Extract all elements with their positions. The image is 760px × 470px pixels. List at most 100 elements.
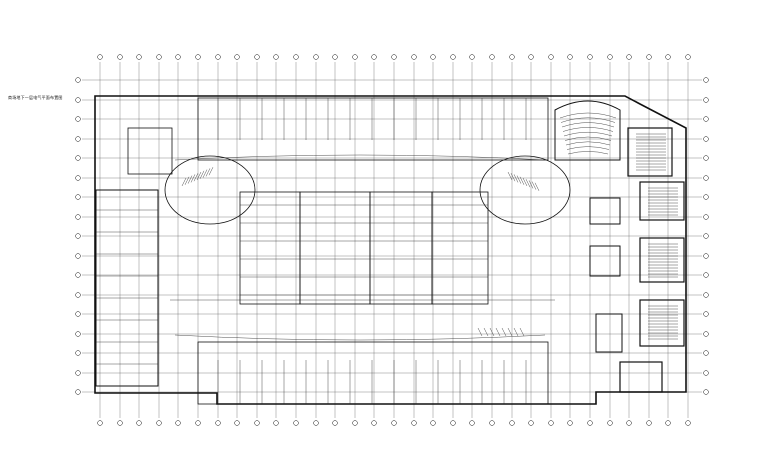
axis-bubble-left <box>75 214 81 220</box>
ramp-hatch <box>483 327 489 337</box>
axis-bubble-right <box>703 292 709 298</box>
axis-bubble-left <box>75 350 81 356</box>
corridor-line <box>174 154 546 161</box>
axis-bubble-left <box>75 292 81 298</box>
axis-bubble-bottom <box>352 420 358 426</box>
bottom-shop-band <box>197 341 549 405</box>
cinema-seat-row <box>566 146 610 150</box>
escalator-step <box>507 171 513 181</box>
axis-bubble-bottom <box>195 420 201 426</box>
atrium-left <box>164 155 256 225</box>
axis-bubble-top <box>567 54 573 60</box>
escalator-step <box>510 173 516 182</box>
axis-bubble-top <box>665 54 671 60</box>
axis-bubble-bottom <box>430 420 436 426</box>
axis-bubble-top <box>156 54 162 60</box>
escalator-step <box>513 174 519 183</box>
axis-bubble-left <box>75 97 81 103</box>
cinema-seat-row <box>562 127 614 132</box>
plan-detail-lines <box>96 98 678 404</box>
axis-bubble-right <box>703 350 709 356</box>
axis-bubble-bottom <box>117 420 123 426</box>
escalator-step <box>184 176 190 185</box>
axis-bubble-bottom <box>234 420 240 426</box>
axis-bubble-bottom <box>489 420 495 426</box>
right-hall-5 <box>619 361 663 393</box>
right-hall-1 <box>627 127 673 177</box>
axis-bubble-top <box>273 54 279 60</box>
axis-bubble-bottom <box>685 420 691 426</box>
ramp-hatch <box>489 327 495 337</box>
axis-bubble-bottom <box>587 420 593 426</box>
escalator-step <box>528 180 534 189</box>
floor-plan <box>94 95 687 405</box>
center-island-east <box>431 191 489 305</box>
axis-bubble-bottom <box>313 420 319 426</box>
axis-bubble-top <box>332 54 338 60</box>
drawing-title-note: 商场地下一层电气平面布置图 <box>8 95 63 100</box>
axis-bubble-left <box>75 136 81 142</box>
axis-bubble-right <box>703 155 709 161</box>
axis-bubble-right <box>703 214 709 220</box>
axis-bubble-bottom <box>607 420 613 426</box>
axis-bubble-top <box>646 54 652 60</box>
axis-bubble-bottom <box>626 420 632 426</box>
axis-bubble-left <box>75 389 81 395</box>
axis-bubble-right <box>703 136 709 142</box>
right-hall-3 <box>639 237 685 283</box>
axis-bubble-right <box>703 389 709 395</box>
axis-bubble-bottom <box>469 420 475 426</box>
axis-bubble-left <box>75 331 81 337</box>
core-2 <box>589 245 621 277</box>
axis-bubble-bottom <box>332 420 338 426</box>
right-hall-2 <box>639 181 685 221</box>
axis-bubble-bottom <box>97 420 103 426</box>
axis-bubble-top <box>175 54 181 60</box>
ramp-hatch <box>513 327 519 337</box>
escalator-step <box>199 170 205 179</box>
axis-bubble-top <box>607 54 613 60</box>
axis-bubble-top <box>215 54 221 60</box>
cinema-seat-row <box>565 141 611 146</box>
right-hall-4 <box>639 299 685 347</box>
escalator-step <box>187 175 193 184</box>
axis-bubble-top <box>117 54 123 60</box>
core-1 <box>589 197 621 225</box>
escalator-step <box>181 177 187 187</box>
escalator-step <box>202 169 208 178</box>
escalator-step <box>522 177 528 187</box>
axis-bubble-right <box>703 77 709 83</box>
axis-bubble-top <box>509 54 515 60</box>
axis-bubble-right <box>703 311 709 317</box>
axis-bubble-right <box>703 370 709 376</box>
axis-bubble-bottom <box>528 420 534 426</box>
axis-bubble-bottom <box>411 420 417 426</box>
escalator-step <box>531 181 537 190</box>
axis-bubble-top <box>430 54 436 60</box>
axis-bubble-bottom <box>509 420 515 426</box>
axis-bubble-bottom <box>136 420 142 426</box>
axis-bubble-bottom <box>273 420 279 426</box>
axis-bubble-top <box>234 54 240 60</box>
cinema-seat-row <box>564 136 612 141</box>
axis-bubble-left <box>75 311 81 317</box>
corridor-line <box>174 334 546 341</box>
axis-bubble-right <box>703 175 709 181</box>
axis-bubble-right <box>703 116 709 122</box>
axis-bubble-bottom <box>175 420 181 426</box>
escalator-step <box>205 168 211 177</box>
axis-bubble-bottom <box>391 420 397 426</box>
axis-bubble-top <box>411 54 417 60</box>
top-shop-band <box>197 97 549 161</box>
ramp-hatch <box>501 327 507 337</box>
escalator-step <box>525 179 531 188</box>
escalator-step <box>193 173 199 182</box>
axis-bubble-bottom <box>450 420 456 426</box>
axis-bubble-right <box>703 272 709 278</box>
axis-bubble-top <box>685 54 691 60</box>
cinema-seat-row <box>561 122 615 128</box>
axis-bubble-top <box>528 54 534 60</box>
escalator-step <box>516 175 522 184</box>
axis-bubble-top <box>293 54 299 60</box>
